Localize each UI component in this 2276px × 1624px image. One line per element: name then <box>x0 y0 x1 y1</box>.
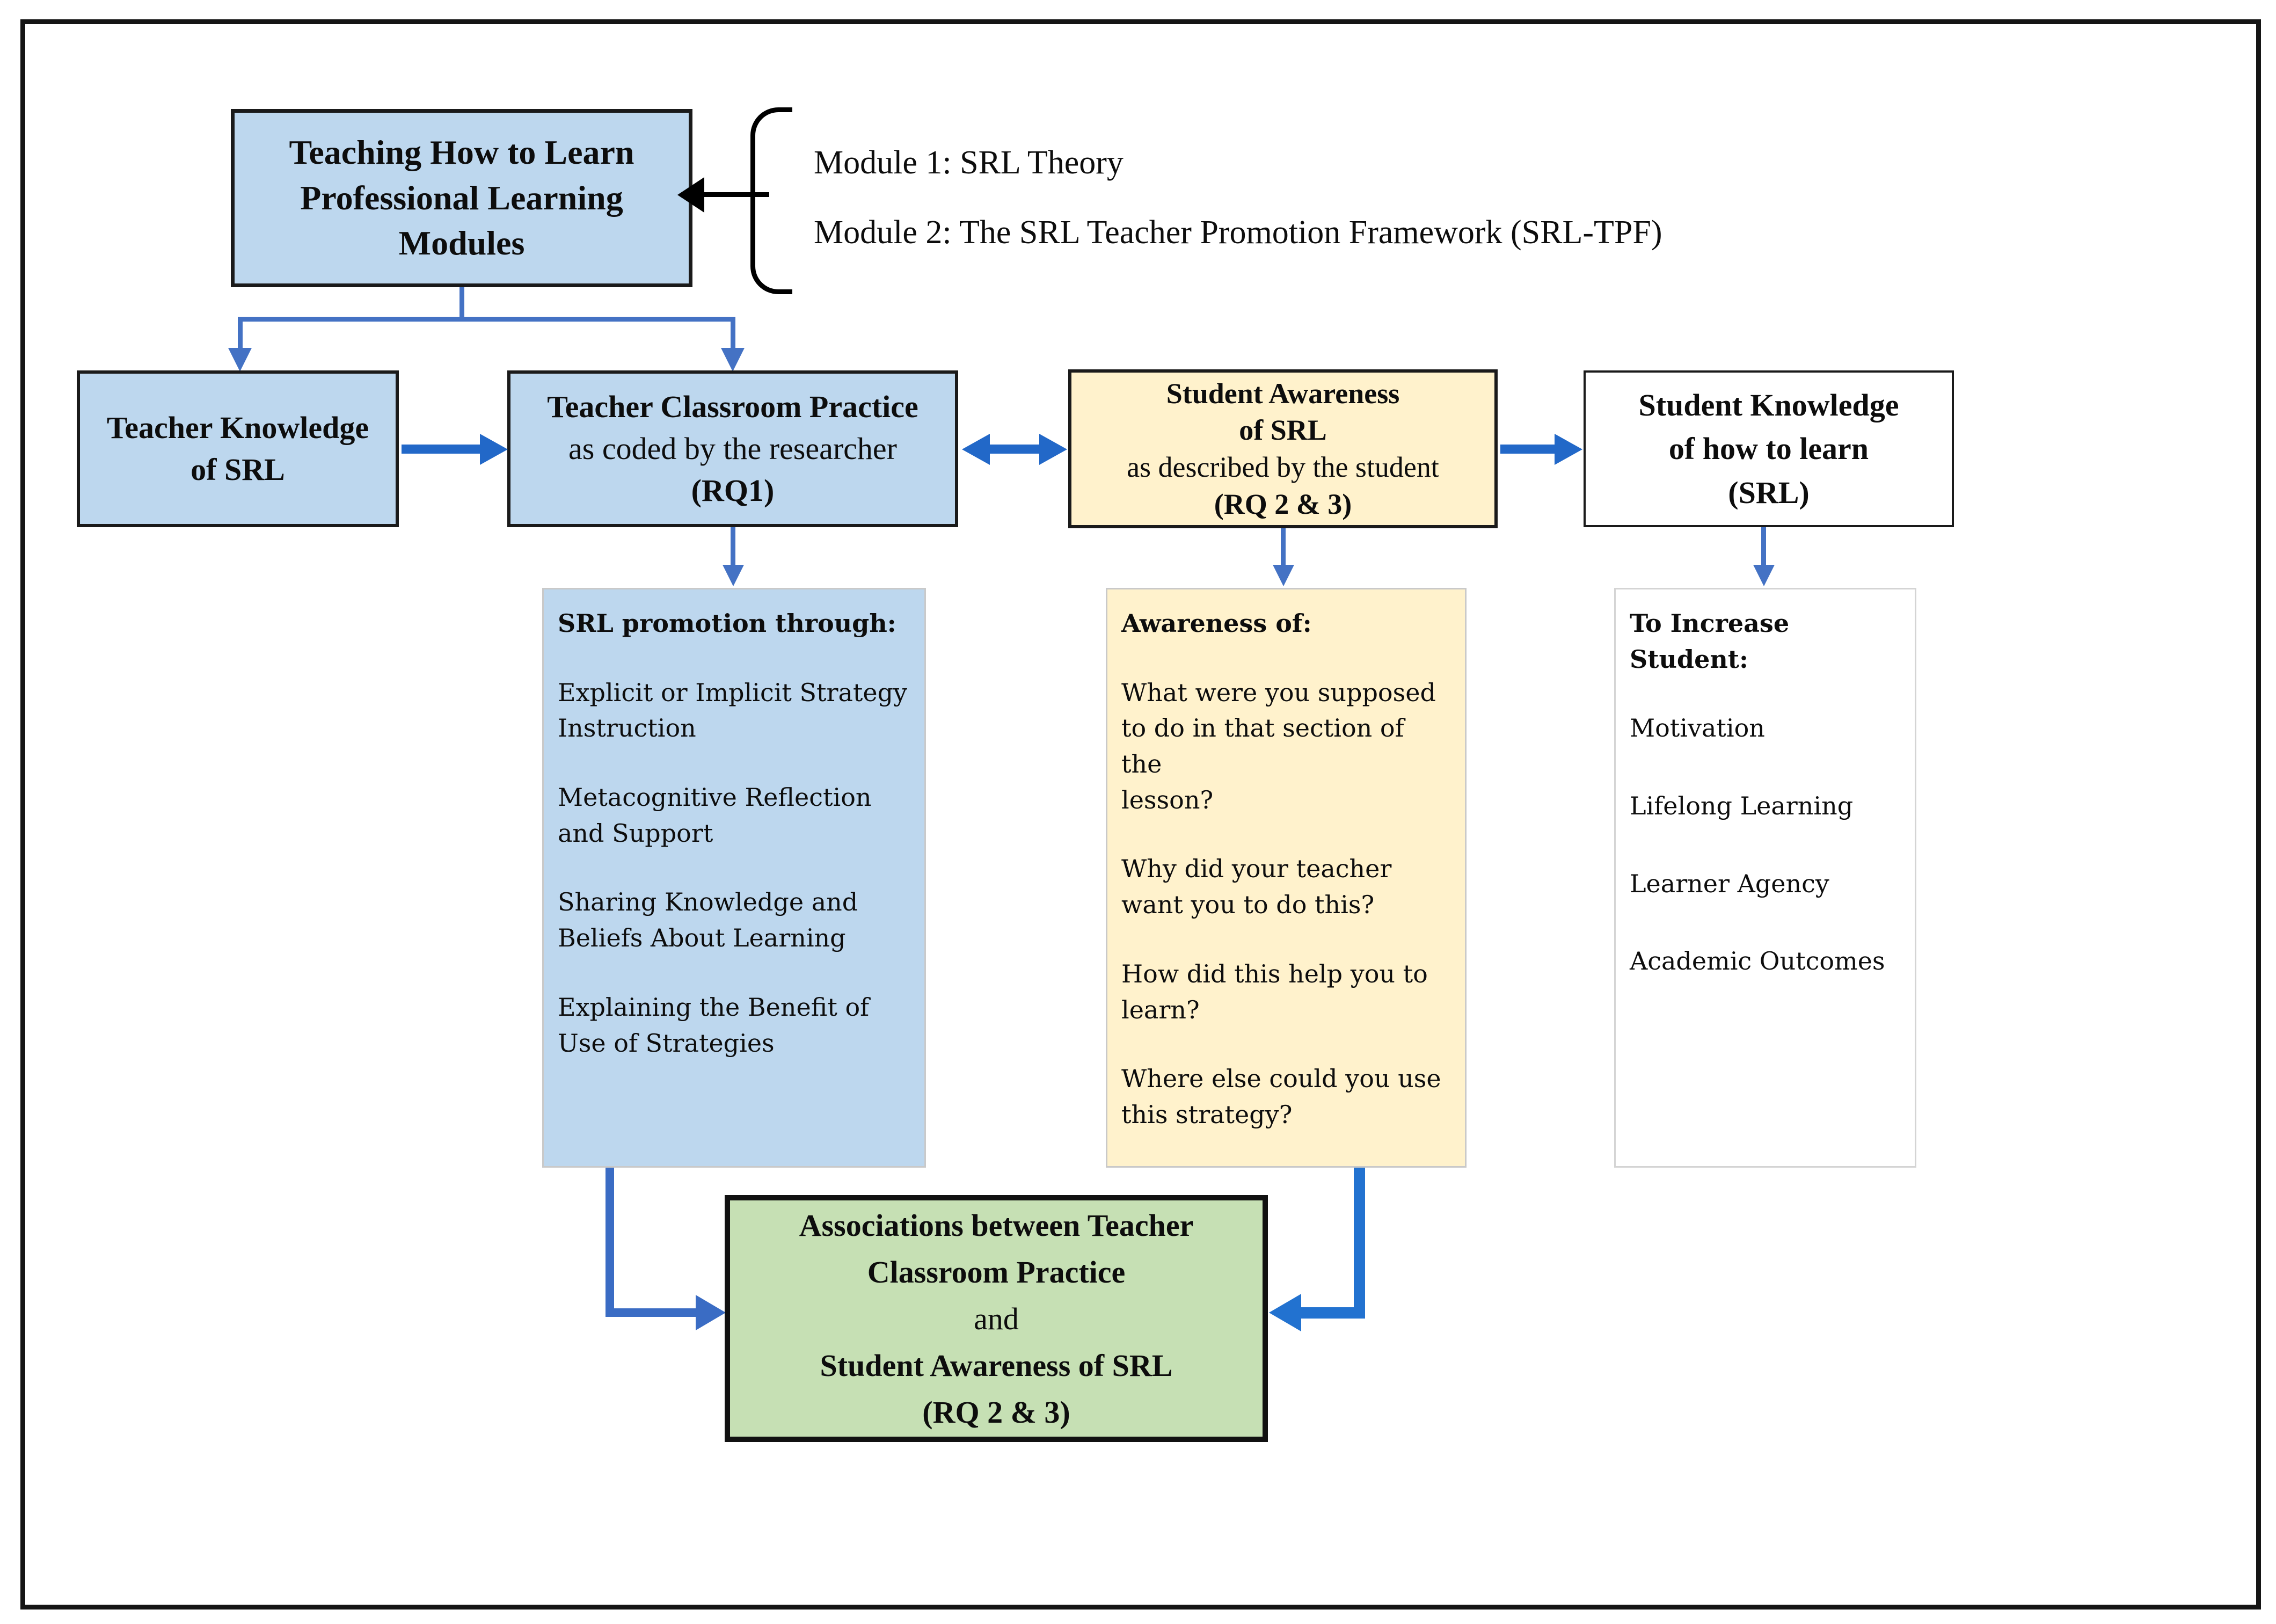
detail-box-srl-promotion: SRL promotion through: Explicit or Impli… <box>542 588 926 1168</box>
detail-item: Motivation <box>1630 713 1765 743</box>
detail-item: Sharing Knowledge and Beliefs About Lear… <box>558 887 858 953</box>
detail-box-increase-student: To Increase Student: Motivation Lifelong… <box>1614 588 1916 1168</box>
box-line: of SRL <box>1239 414 1327 447</box>
detail-box-awareness: Awareness of: What were you supposed to … <box>1106 588 1467 1168</box>
module-1-label: Module 1: SRL Theory <box>814 144 1124 181</box>
box-line: (RQ1) <box>691 473 775 508</box>
top-box-line: Teaching How to Learn <box>289 133 634 172</box>
detail-item: Learner Agency <box>1630 869 1829 898</box>
box-line: as described by the student <box>1127 451 1439 483</box>
arrow-sa-to-detail-shaft <box>1281 528 1286 566</box>
detail-item: Where else could you use this strategy? <box>1121 1064 1441 1129</box>
detail-heading: Awareness of: <box>1121 609 1312 638</box>
box-line: Student Knowledge <box>1638 388 1899 423</box>
arrowhead-down-icon <box>1753 565 1775 586</box>
connector-to-teacher-practice <box>731 317 735 350</box>
arrowhead-down-icon <box>721 348 745 372</box>
connector-to-teacher-knowledge <box>238 317 243 350</box>
detail-item: Why did your teacher want you to do this… <box>1121 854 1392 920</box>
box-line: (SRL) <box>1728 475 1810 510</box>
topbox-connector-stub <box>459 287 464 321</box>
detail-item: How did this help you to learn? <box>1121 959 1428 1024</box>
modules-to-topbox-arrow-head <box>677 177 704 213</box>
box-teacher-classroom-practice: Teacher Classroom Practice as coded by t… <box>507 370 958 527</box>
detail-item: What were you supposed to do in that sec… <box>1121 678 1436 814</box>
box-line: (RQ 2 & 3) <box>922 1394 1070 1430</box>
arrowhead-left-icon <box>962 434 990 465</box>
module-2-label: Module 2: The SRL Teacher Promotion Fram… <box>814 214 1662 251</box>
box-line: Associations between Teacher <box>799 1207 1194 1243</box>
arrow-sa-to-sk-shaft <box>1500 445 1557 454</box>
detail-item: Lifelong Learning <box>1630 791 1854 821</box>
box-line: Student Awareness of SRL <box>820 1348 1173 1383</box>
box-line: Teacher Knowledge <box>106 410 369 445</box>
arrow-tcp-to-detail-shaft <box>731 527 735 566</box>
detail-heading: To Increase Student: <box>1630 609 1790 674</box>
top-box-line: Modules <box>398 224 525 263</box>
box-line: (RQ 2 & 3) <box>1214 487 1352 520</box>
arrowhead-right-icon <box>1555 434 1582 465</box>
page-border <box>20 19 2261 1610</box>
box-student-awareness: Student Awareness of SRL as described by… <box>1068 369 1498 528</box>
arrowhead-down-icon <box>1273 565 1294 586</box>
arrowhead-right-icon <box>1039 434 1067 465</box>
elbow-right-vertical <box>1354 1168 1365 1319</box>
module-list-bracket <box>750 107 792 294</box>
detail-item: Explaining the Benefit of Use of Strateg… <box>558 992 870 1058</box>
detail-item: Explicit or Implicit Strategy Instructio… <box>558 678 908 743</box>
arrowhead-right-icon <box>480 434 508 465</box>
elbow-left-vertical <box>606 1168 614 1317</box>
elbow-right-horizontal <box>1300 1307 1365 1319</box>
box-line: of SRL <box>191 452 285 487</box>
arrow-sk-to-detail-shaft <box>1761 527 1766 566</box>
box-student-knowledge: Student Knowledge of how to learn (SRL) <box>1584 370 1954 527</box>
topbox-connector-horizontal <box>238 317 735 322</box>
modules-to-topbox-arrow-shaft <box>702 192 769 197</box>
arrow-tcp-sa-shaft <box>988 445 1041 454</box>
top-box-line: Professional Learning <box>300 178 623 217</box>
detail-item: Metacognitive Reflection and Support <box>558 783 872 848</box>
detail-heading: SRL promotion through: <box>558 609 896 638</box>
box-line: Teacher Classroom Practice <box>547 389 918 424</box>
arrow-tk-to-tcp-shaft <box>402 445 482 454</box>
top-box-professional-learning-modules: Teaching How to Learn Professional Learn… <box>231 109 692 287</box>
elbow-left-horizontal <box>606 1308 698 1317</box>
detail-item: Academic Outcomes <box>1630 946 1885 976</box>
box-associations: Associations between Teacher Classroom P… <box>725 1195 1268 1442</box>
arrowhead-left-icon <box>1269 1294 1301 1331</box>
arrowhead-down-icon <box>723 565 744 586</box>
arrowhead-down-icon <box>228 348 252 372</box>
box-line: Classroom Practice <box>867 1254 1126 1290</box>
box-line: Student Awareness <box>1166 377 1400 410</box>
box-line: and <box>974 1301 1019 1336</box>
box-teacher-knowledge: Teacher Knowledge of SRL <box>77 370 399 527</box>
arrowhead-right-icon <box>696 1295 726 1330</box>
box-line: as coded by the researcher <box>568 431 897 466</box>
box-line: of how to learn <box>1668 431 1869 467</box>
